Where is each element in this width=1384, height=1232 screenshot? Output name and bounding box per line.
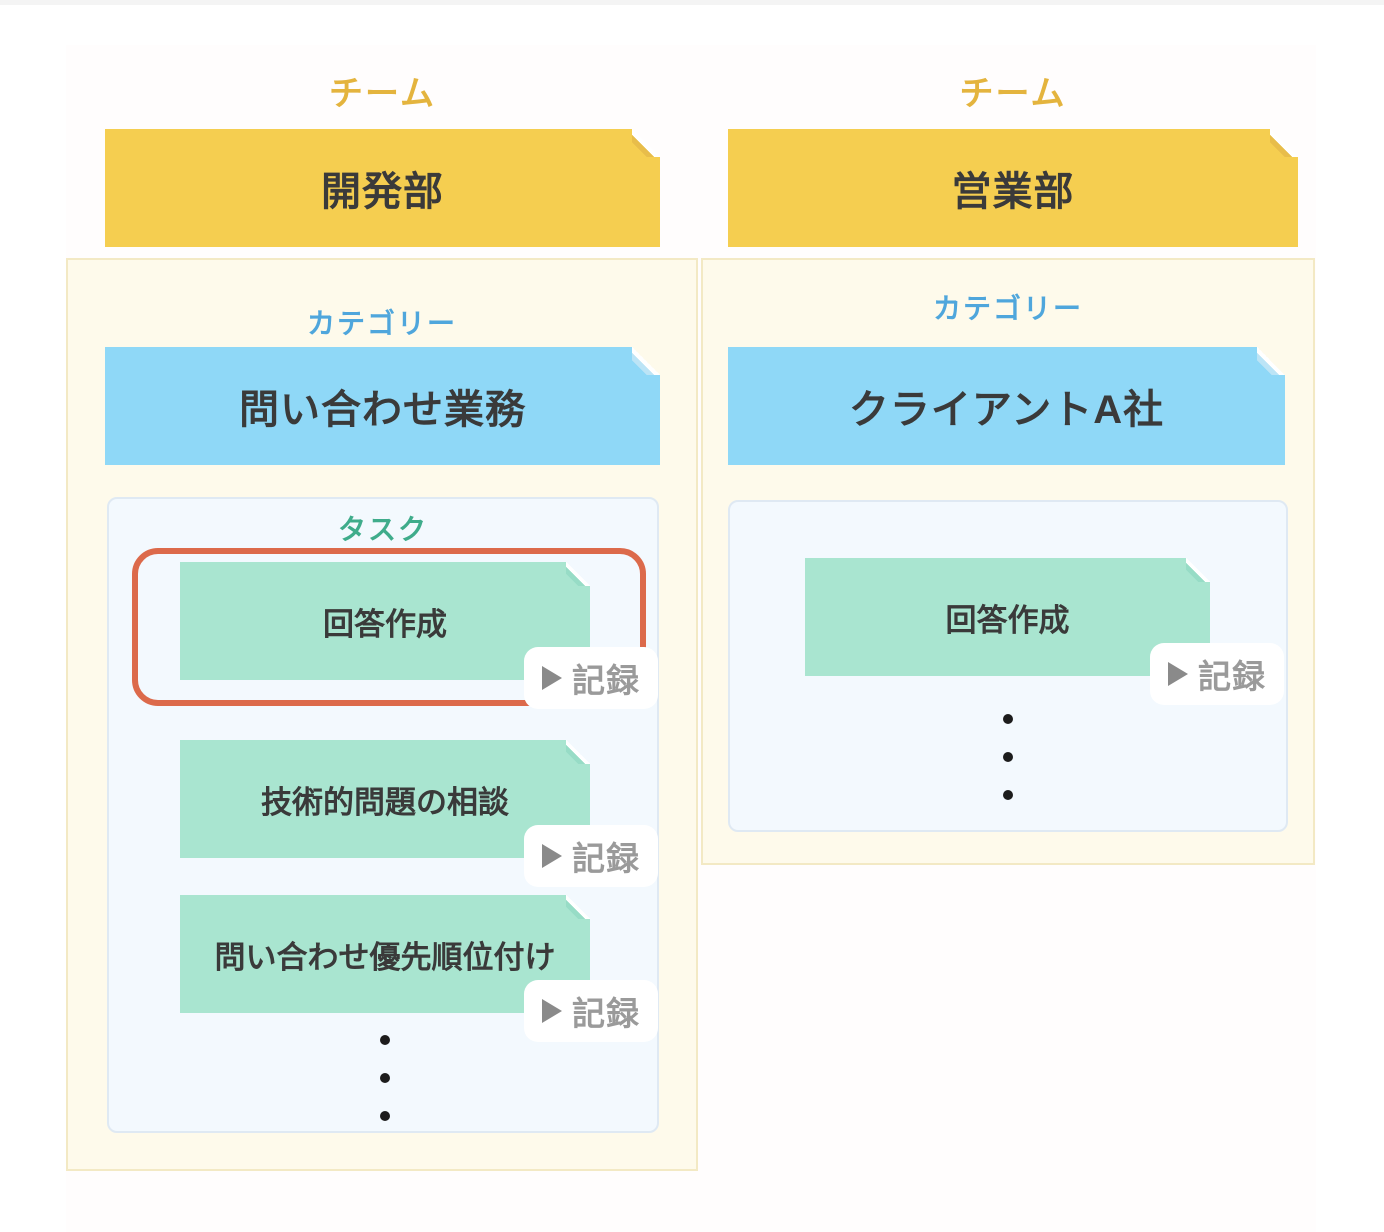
record-button[interactable]: 記録	[1150, 643, 1284, 705]
play-icon	[542, 844, 562, 868]
team-section-label: チーム	[329, 75, 436, 113]
record-label: 記録	[1198, 658, 1266, 695]
play-icon	[542, 999, 562, 1023]
play-icon	[1168, 662, 1188, 686]
task-card-title: 回答作成	[945, 602, 1070, 638]
more-dot	[380, 1073, 390, 1083]
highlight-box	[132, 548, 646, 706]
record-button[interactable]: 記録	[524, 980, 658, 1042]
category-card-client-a: クライアントA社	[728, 347, 1285, 465]
task-card-answer-creation: 回答作成	[180, 562, 590, 680]
team-card-sales: 営業部	[728, 129, 1298, 247]
more-tasks-indicator	[180, 1035, 590, 1121]
category-card-inquiry: 問い合わせ業務	[105, 347, 660, 465]
task-section-label: タスク	[337, 514, 428, 545]
category-card-title: クライアントA社	[848, 388, 1165, 432]
task-card-title: 回答作成	[323, 606, 447, 642]
play-icon	[542, 666, 562, 690]
record-label: 記録	[572, 995, 640, 1032]
team-card-dev: 開発部	[105, 129, 660, 247]
task-card-title: 問い合わせ優先順位付け	[214, 939, 556, 975]
team-card-title: 開発部	[321, 170, 444, 214]
folded-corner-icon	[566, 562, 590, 586]
folded-corner-icon	[632, 347, 660, 375]
folded-corner-icon	[566, 895, 590, 919]
task-card-answer-creation: 回答作成	[805, 558, 1210, 676]
record-label: 記録	[572, 840, 640, 877]
record-button[interactable]: 記録	[524, 647, 658, 709]
top-strip	[0, 0, 1384, 5]
more-dot	[1002, 714, 1013, 724]
more-tasks-indicator	[805, 714, 1210, 800]
task-card-tech-consult: 技術的問題の相談	[180, 740, 590, 858]
record-button[interactable]: 記録	[524, 825, 658, 887]
task-card-title: 技術的問題の相談	[261, 784, 509, 820]
task-card-prioritization: 問い合わせ優先順位付け	[180, 895, 590, 1013]
folded-corner-icon	[632, 129, 660, 157]
more-dot	[1002, 752, 1013, 762]
folded-corner-icon	[1270, 129, 1298, 157]
folded-corner-icon	[566, 740, 590, 764]
category-card-title: 問い合わせ業務	[239, 388, 526, 432]
folded-corner-icon	[1186, 558, 1210, 582]
more-dot	[380, 1035, 390, 1045]
category-section-label: カテゴリー	[306, 308, 457, 339]
record-label: 記録	[572, 662, 640, 699]
more-dot	[380, 1111, 390, 1121]
team-section-label: チーム	[959, 75, 1067, 113]
folded-corner-icon	[1257, 347, 1285, 375]
category-section-label: カテゴリー	[932, 293, 1083, 324]
team-card-title: 営業部	[951, 170, 1075, 214]
more-dot	[1002, 790, 1013, 800]
